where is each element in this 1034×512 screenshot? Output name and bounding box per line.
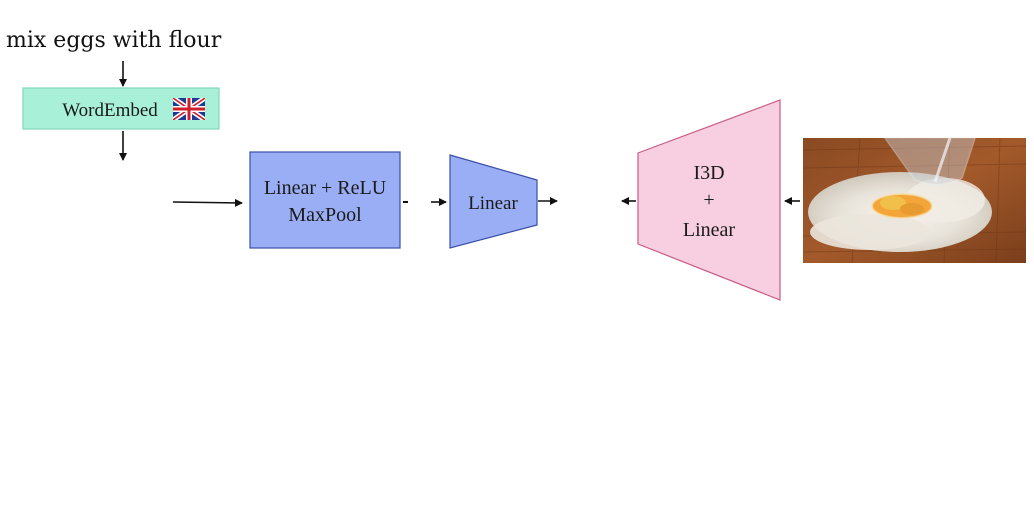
linear-relu-label: Linear + ReLU	[264, 177, 387, 199]
linear-relu-maxpool-node: Linear + ReLU MaxPool	[249, 151, 401, 249]
maxpool-label: MaxPool	[288, 204, 362, 226]
arrow-into-linear-relu	[172, 198, 243, 207]
video-frame-eggs-flour	[802, 137, 1027, 264]
word-embed-label: WordEmbed	[62, 100, 158, 121]
i3d-linear-node: I3D + Linear	[637, 99, 781, 301]
word-embed-node: WordEmbed	[22, 87, 220, 130]
linear-node: Linear	[449, 154, 538, 249]
linear-label: Linear	[468, 193, 518, 214]
caption-text: mix eggs with flour	[6, 28, 222, 53]
plus-label: +	[703, 189, 714, 211]
i3d-linear-label: Linear	[683, 219, 736, 241]
uk-flag-icon	[173, 98, 205, 120]
i3d-label: I3D	[693, 162, 724, 184]
